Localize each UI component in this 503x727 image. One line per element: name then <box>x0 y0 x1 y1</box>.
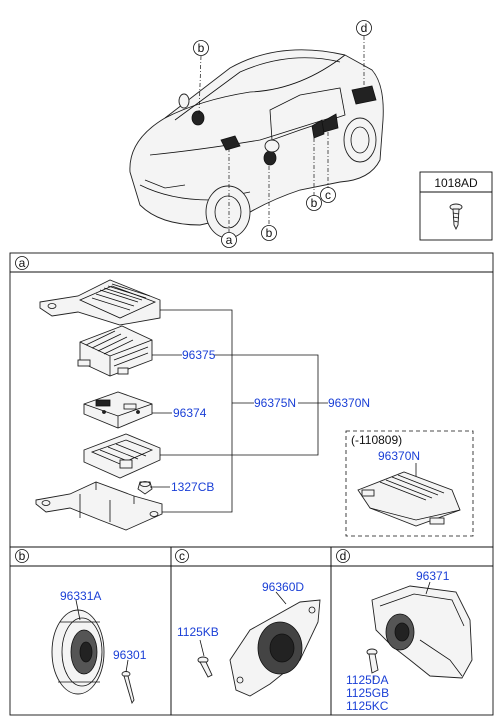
module-96374 <box>83 391 153 429</box>
section-a-leaders <box>150 309 417 513</box>
screw-1125kb <box>197 656 213 678</box>
amp-bracket <box>35 481 163 531</box>
label-96371: 96371 <box>416 569 450 583</box>
callout-leaders <box>198 36 365 232</box>
label-96375n: 96375N <box>254 396 296 410</box>
callout-a: a <box>221 232 237 248</box>
callout-letter: b <box>198 41 205 55</box>
ref-box-1018ad: 1018AD <box>419 171 493 241</box>
label-96360d: 96360D <box>262 580 304 594</box>
nut-1327cb <box>137 481 153 495</box>
callout-d: d <box>356 20 372 36</box>
speaker-96360d <box>229 599 321 697</box>
label-96374: 96374 <box>173 406 207 420</box>
screw-icon <box>449 203 463 231</box>
label-1125da: 1125DA <box>346 673 388 687</box>
callout-b-top: b <box>193 40 209 56</box>
woofer-96371 <box>371 585 473 679</box>
label-96375: 96375 <box>182 348 216 362</box>
car-illustration <box>129 49 384 239</box>
section-d-panel: d <box>330 546 494 716</box>
label-1125kb: 1125KB <box>177 625 219 639</box>
callout-c: c <box>320 187 336 203</box>
label-96370n-sub: 96370N <box>378 449 420 463</box>
screw-96301 <box>121 671 135 705</box>
label-96301: 96301 <box>113 648 147 662</box>
section-letter: c <box>179 549 185 563</box>
callout-letter: b <box>311 196 318 210</box>
sub-box-date-note: (-110809) <box>351 433 402 447</box>
label-1327cb: 1327CB <box>171 480 214 494</box>
section-letter: d <box>340 549 347 563</box>
label-1125kc: 1125KC <box>346 699 389 713</box>
speaker-96331a <box>51 609 105 695</box>
amp-cover <box>39 279 161 326</box>
ref-part-number: 1018AD <box>434 176 478 190</box>
amp-96370n <box>357 471 461 527</box>
callout-b-door: b <box>306 195 322 211</box>
callout-letter: b <box>266 226 273 240</box>
callout-letter: d <box>361 21 368 35</box>
screw-1125 <box>366 648 379 674</box>
callout-letter: c <box>325 188 331 202</box>
amp-tray <box>83 433 161 479</box>
label-96331a: 96331A <box>60 589 101 603</box>
section-letter: b <box>19 549 26 563</box>
callout-letter: a <box>226 233 233 247</box>
callout-b-front: b <box>261 225 277 241</box>
amp-96375 <box>77 325 153 377</box>
sub-box-110809: (-110809) 96370N <box>345 430 474 537</box>
label-1125gb: 1125GB <box>346 686 389 700</box>
section-letter: a <box>19 256 26 270</box>
label-96370n: 96370N <box>328 396 370 410</box>
